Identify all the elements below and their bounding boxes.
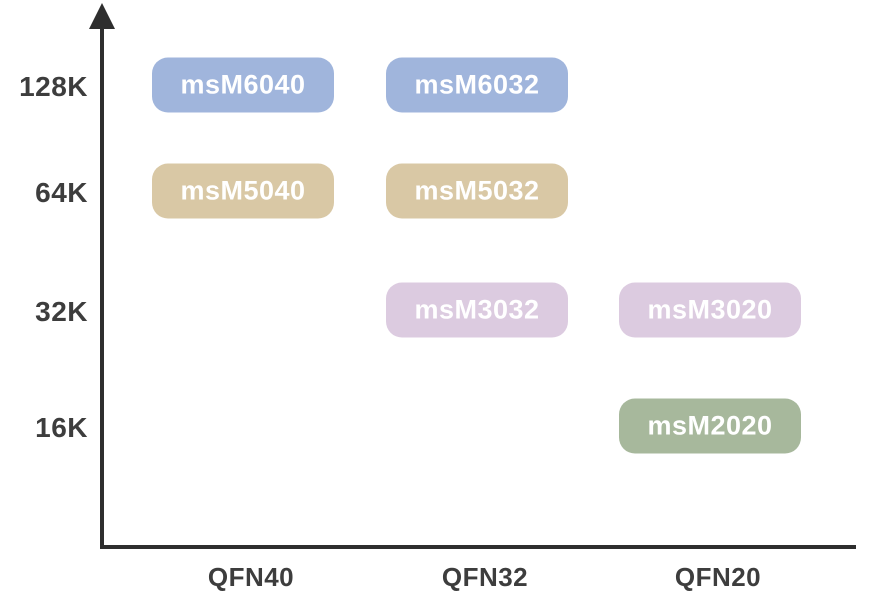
y-axis-line: [100, 22, 104, 549]
product-pill-msm3020: msM3020: [619, 282, 801, 338]
y-tick-label-64k: 64K: [35, 177, 88, 208]
y-tick-label-16k: 16K: [35, 412, 88, 443]
y-tick-label-32k: 32K: [35, 296, 88, 327]
product-pill-msm5032: msM5032: [386, 163, 568, 219]
x-tick-label-qfn32: QFN32: [441, 562, 529, 592]
product-pill-msm6040: msM6040: [152, 57, 334, 113]
x-tick-label-qfn40: QFN40: [207, 562, 295, 592]
product-pill-msm2020: msM2020: [619, 398, 801, 454]
x-tick-label-qfn20: QFN20: [674, 562, 762, 592]
y-tick-label-128k: 128K: [19, 71, 88, 102]
product-pill-msm3032: msM3032: [386, 282, 568, 338]
x-axis-line: [100, 545, 856, 549]
product-pill-msm6032: msM6032: [386, 57, 568, 113]
product-pill-msm5040: msM5040: [152, 163, 334, 219]
